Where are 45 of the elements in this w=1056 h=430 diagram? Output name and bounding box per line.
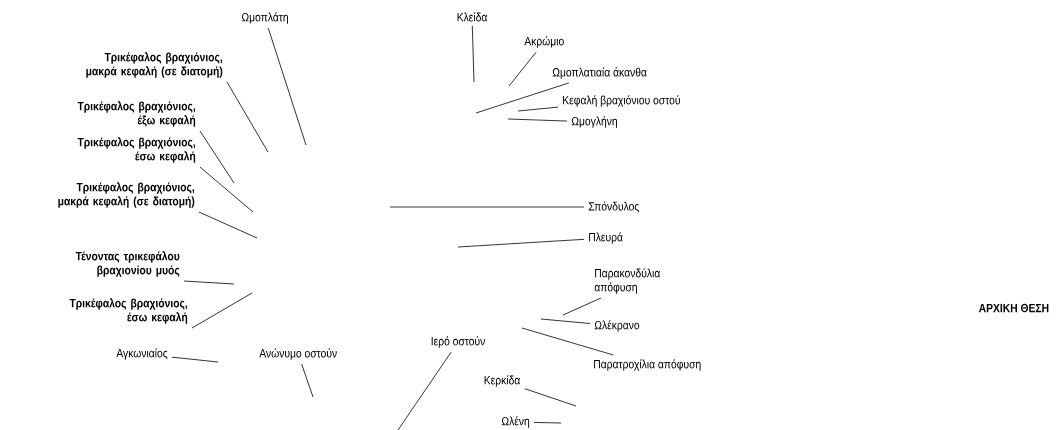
- part-label: Αγκωνιαίος: [116, 348, 168, 360]
- part-label: Ιερό οστούν: [431, 336, 485, 348]
- part-label: Τρικέφαλος βραχιόνιος, έξω κεφαλή: [77, 101, 196, 127]
- leader-line: [301, 363, 314, 398]
- leader-line: [507, 118, 568, 122]
- leader-line: [397, 351, 452, 430]
- part-label: Τρικέφαλος βραχιόνιος, μακρά κεφαλή (σε διατομή): [86, 52, 223, 78]
- leader-line: [267, 27, 307, 146]
- leader-line: [198, 211, 258, 239]
- leader-line: [521, 327, 614, 356]
- leader-line: [517, 106, 559, 112]
- part-label: Τένοντας τρικεφάλου βραχιονίου μυός: [75, 251, 180, 277]
- part-label: Ακρώμιο: [524, 36, 564, 48]
- part-label: Τρικέφαλος βραχιόνιος, έσω κεφαλή: [69, 298, 188, 324]
- part-label: Ωμοπλάτη: [241, 12, 288, 24]
- part-label: Τρικέφαλος βραχιόνιος, μακρά κεφαλή (σε διατομή): [58, 182, 195, 208]
- part-label: Ανώνυμο οστούν: [259, 348, 337, 360]
- heading: ΑΡΧΙΚΗ ΘΕΣΗ: [978, 303, 1049, 313]
- part-label: Σπόνδυλος: [588, 201, 639, 213]
- part-label: Ωμοπλατιαία άκανθα: [552, 67, 647, 79]
- leader-line: [183, 280, 235, 285]
- leader-line: [533, 422, 562, 424]
- part-label: Ωμογλήνη: [571, 116, 617, 128]
- part-label: Παρακονδύλια απόφυση: [594, 268, 660, 294]
- part-label: Τρικέφαλος βραχιόνιος, έσω κεφαλή: [77, 137, 196, 163]
- leader-line: [508, 51, 537, 87]
- part-label: Κερκίδα: [484, 375, 520, 387]
- part-label: Παρατροχίλια απόφυση: [594, 359, 701, 371]
- leader-line: [457, 238, 585, 248]
- part-label: Ωλέκρανο: [594, 320, 640, 332]
- leader-line: [540, 318, 591, 324]
- leader-line: [199, 130, 235, 184]
- leader-line: [191, 292, 253, 329]
- part-label: Ωλένη: [501, 416, 530, 428]
- leader-line: [199, 166, 254, 213]
- leader-line: [226, 81, 269, 153]
- part-label: Κλείδα: [457, 12, 488, 22]
- leader-line: [171, 356, 219, 363]
- leader-line: [471, 25, 475, 83]
- leader-line: [562, 297, 602, 316]
- leader-line: [524, 388, 577, 407]
- part-label: Πλευρά: [589, 232, 623, 244]
- part-label: Κεφαλή βραχιόνιου οστού: [563, 95, 681, 107]
- leader-line: [389, 206, 585, 208]
- leader-line: [475, 82, 570, 114]
